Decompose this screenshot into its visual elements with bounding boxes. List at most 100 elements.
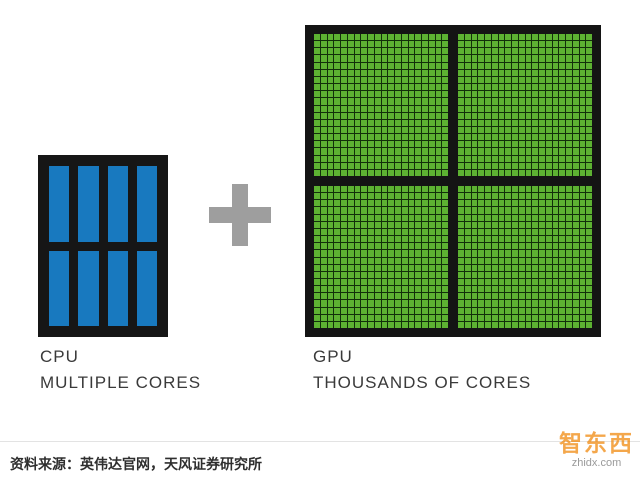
gpu-core-cell (512, 200, 518, 207)
gpu-core-cell (361, 293, 367, 300)
gpu-core-cell (428, 300, 435, 307)
gpu-core-cell (464, 134, 471, 141)
gpu-core-cell (422, 62, 428, 69)
gpu-core-cell (314, 293, 320, 300)
gpu-core-cell (435, 148, 442, 155)
gpu-core-cell (374, 214, 381, 221)
gpu-core-cell (478, 84, 484, 91)
gpu-core-cell (545, 286, 552, 293)
gpu-core-cell (572, 207, 579, 214)
gpu-core-cell (334, 278, 340, 286)
gpu-core-cell (525, 98, 532, 105)
gpu-core-cell (327, 193, 334, 200)
gpu-core-cell (485, 293, 491, 300)
gpu-core-cell (485, 200, 491, 207)
gpu-core-cell (498, 155, 505, 162)
gpu-core-cell (361, 62, 367, 69)
gpu-core-cell (341, 48, 347, 55)
gpu-core-cell (442, 105, 448, 112)
gpu-core-cell (374, 162, 381, 169)
gpu-core-cell (341, 141, 347, 148)
gpu-core-cell (347, 221, 354, 228)
gpu-core-cell (320, 69, 327, 76)
gpu-core-cell (422, 112, 428, 119)
gpu-core-cell (586, 271, 592, 278)
gpu-core-cell (388, 214, 394, 221)
gpu-core-cell (539, 141, 545, 148)
gpu-core-cell (395, 105, 401, 112)
gpu-core-cell (341, 134, 347, 141)
gpu-core-cell (572, 105, 579, 112)
gpu-core-cell (572, 48, 579, 55)
gpu-core-cell (566, 286, 572, 293)
gpu-core-cell (525, 286, 532, 293)
gpu-core-cell (347, 41, 354, 48)
gpu-core-cell (435, 41, 442, 48)
gpu-core-cell (566, 48, 572, 55)
gpu-core-cell (579, 228, 586, 236)
gpu-core-cell (586, 293, 592, 300)
gpu-core-cell (458, 271, 464, 278)
gpu-core-cell (471, 307, 478, 314)
gpu-core-cell (415, 48, 421, 55)
gpu-core-cell (408, 221, 415, 228)
gpu-core-cell (579, 169, 586, 176)
gpu-core-cell (395, 207, 401, 214)
gpu-core-cell (545, 321, 552, 328)
gpu-core-cell (559, 307, 565, 314)
gpu-core-cell (586, 200, 592, 207)
cpu-core-cell (49, 250, 70, 326)
gpu-core-cell (586, 243, 592, 250)
gpu-core-cell (354, 141, 361, 148)
gpu-core-cell (354, 193, 361, 200)
gpu-core-cell (458, 119, 464, 126)
gpu-core-cell (354, 76, 361, 84)
gpu-core-cell (408, 257, 415, 264)
gpu-core-cell (579, 214, 586, 221)
gpu-core-cell (428, 169, 435, 176)
gpu-core-cell (525, 34, 532, 41)
gpu-core-cell (428, 314, 435, 321)
gpu-core-cell (512, 257, 518, 264)
gpu-core-cell (401, 314, 408, 321)
gpu-core-cell (395, 307, 401, 314)
gpu-core-cell (347, 321, 354, 328)
gpu-core-cell (395, 55, 401, 62)
gpu-core-cell (422, 271, 428, 278)
gpu-core-cell (525, 264, 532, 271)
gpu-core-cell (442, 169, 448, 176)
gpu-core-cell (415, 41, 421, 48)
gpu-core-cell (485, 112, 491, 119)
gpu-core-cell (361, 321, 367, 328)
gpu-core-cell (415, 243, 421, 250)
gpu-core-cell (559, 271, 565, 278)
gpu-core-cell (586, 91, 592, 98)
gpu-core-cell (525, 84, 532, 91)
gpu-core-cell (395, 186, 401, 193)
gpu-core-cell (314, 62, 320, 69)
gpu-core-cell (442, 141, 448, 148)
gpu-core-cell (314, 271, 320, 278)
gpu-core-cell (566, 141, 572, 148)
gpu-core-cell (566, 169, 572, 176)
gpu-core-cell (552, 84, 559, 91)
gpu-core-cell (464, 221, 471, 228)
gpu-core-cell (354, 48, 361, 55)
gpu-core-cell (539, 293, 545, 300)
gpu-core-cell (381, 55, 388, 62)
gpu-core-cell (579, 264, 586, 271)
gpu-core-cell (388, 186, 394, 193)
gpu-core-cell (559, 91, 565, 98)
gpu-core-cell (415, 186, 421, 193)
gpu-core-cell (395, 321, 401, 328)
gpu-core-cell (388, 162, 394, 169)
gpu-core-cell (471, 62, 478, 69)
gpu-core-cell (435, 264, 442, 271)
gpu-core-cell (478, 76, 484, 84)
gpu-core-cell (498, 119, 505, 126)
gpu-core-cell (428, 307, 435, 314)
gpu-core-cell (395, 112, 401, 119)
gpu-core-cell (374, 271, 381, 278)
gpu-core-cell (559, 119, 565, 126)
gpu-core-cell (314, 278, 320, 286)
